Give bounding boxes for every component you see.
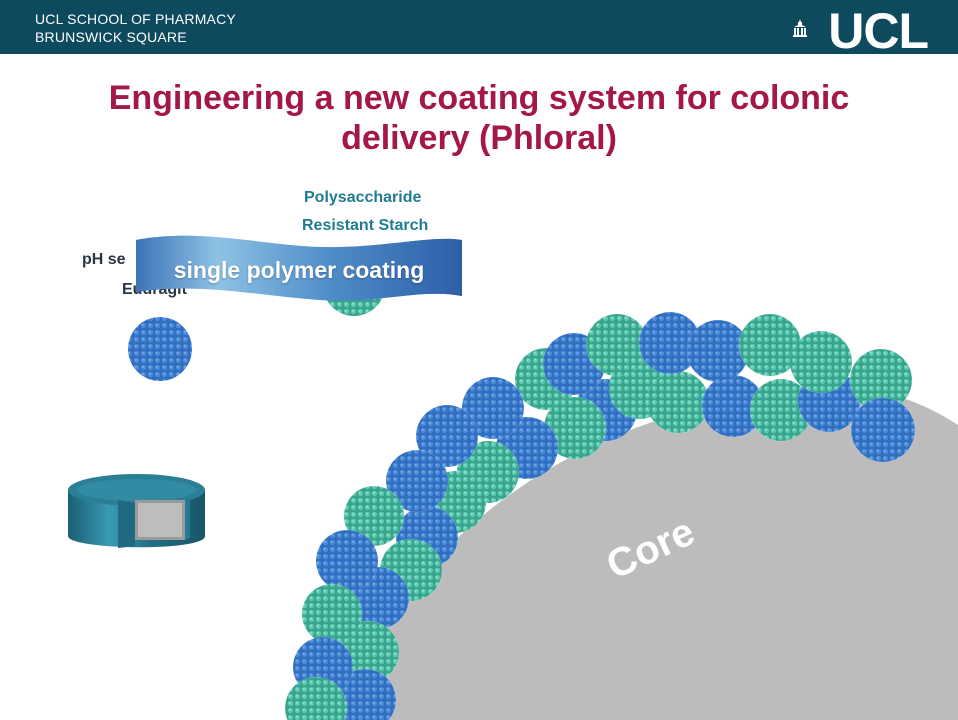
polysaccharide-label: Polysaccharide xyxy=(304,189,422,206)
eudragit-bead xyxy=(128,317,192,381)
slide-title: Engineering a new coating system for col… xyxy=(108,79,850,157)
core-shape xyxy=(330,390,958,720)
resistant-starch-label: Resistant Starch xyxy=(302,217,429,234)
coating-beads xyxy=(284,311,916,720)
ucl-logo: UCL xyxy=(828,3,929,59)
ph-sensitive-label: pH se xyxy=(82,251,126,268)
header-school-name: UCL SCHOOL OF PHARMACY xyxy=(35,11,236,27)
portico-icon xyxy=(793,19,807,37)
header-bar: UCL SCHOOL OF PHARMACY BRUNSWICK SQUARE … xyxy=(0,0,958,59)
header-address: BRUNSWICK SQUARE xyxy=(35,29,187,45)
banner-text: single polymer coating xyxy=(173,257,425,283)
tablet-cutaway-icon xyxy=(68,474,205,548)
